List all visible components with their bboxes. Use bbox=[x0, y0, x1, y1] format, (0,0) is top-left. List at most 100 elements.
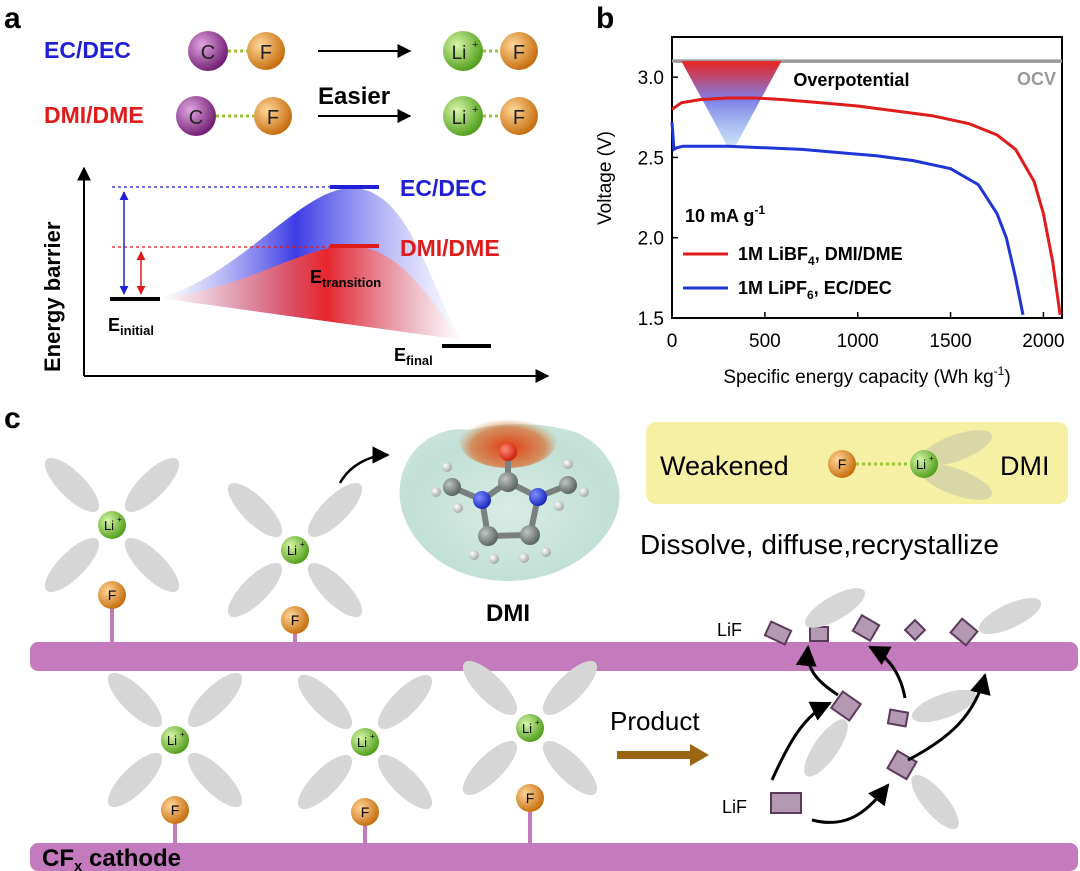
x-tick-label: 500 bbox=[749, 331, 781, 352]
cluster-top-2: Li+ F bbox=[227, 482, 363, 642]
fluorine-atom: F bbox=[98, 581, 126, 609]
dmi-molecule-label: DMI bbox=[486, 600, 530, 627]
legend-label-0: 1M LiBF4, DMI/DME bbox=[738, 244, 903, 268]
solvent-ellipse bbox=[44, 537, 100, 593]
svg-text:Li: Li bbox=[104, 518, 114, 533]
x-tick-label: 1500 bbox=[929, 331, 971, 352]
panel-c: c CFx cathode Li+FLi+FLi+FLi+FLi+F bbox=[4, 402, 1078, 871]
svg-text:C: C bbox=[201, 42, 215, 64]
negative-potential-region bbox=[460, 416, 556, 468]
dissolve-text: Dissolve, diffuse,recrystallize bbox=[640, 529, 999, 560]
svg-text:Li: Li bbox=[452, 108, 467, 129]
svg-text:F: F bbox=[526, 790, 535, 806]
svg-text:Li: Li bbox=[452, 43, 467, 64]
solvent-ellipse bbox=[227, 562, 283, 618]
solvent-ellipse bbox=[804, 588, 866, 628]
row1-solvent-label: EC/DEC bbox=[44, 37, 131, 63]
solvent-ellipse bbox=[804, 719, 848, 777]
row1-fluorine-product: F bbox=[500, 32, 538, 70]
svg-text:F: F bbox=[108, 587, 117, 603]
lif-crystal bbox=[886, 708, 910, 728]
panel-b-label: b bbox=[596, 2, 614, 35]
fluorine-atom: F bbox=[281, 606, 309, 634]
svg-text:Li: Li bbox=[916, 457, 926, 472]
y-axis-label: Voltage (V) bbox=[595, 131, 616, 225]
product-arrow bbox=[617, 744, 709, 766]
ec-level-label: EC/DEC bbox=[400, 175, 487, 201]
row1-lithium-product: Li + bbox=[443, 31, 483, 71]
lithium-ion: Li+ bbox=[98, 511, 126, 539]
lif-crystal bbox=[949, 617, 979, 647]
diffusion-arrow bbox=[907, 672, 991, 762]
overpotential-funnel bbox=[681, 61, 782, 147]
diffusion-arrow bbox=[868, 645, 907, 699]
easier-label: Easier bbox=[318, 83, 390, 110]
energy-axis-label: Energy barrier bbox=[40, 221, 65, 372]
x-axis-label: Specific energy capacity (Wh kg-1) bbox=[723, 364, 1010, 388]
weakened-label: Weakened bbox=[660, 451, 789, 481]
y-tick-label: 1.5 bbox=[638, 309, 664, 330]
solvent-ellipse bbox=[377, 754, 433, 810]
solvent-ellipse bbox=[124, 457, 180, 513]
svg-text:+: + bbox=[300, 540, 305, 549]
solvent-ellipse bbox=[187, 672, 243, 728]
solvent-ellipse bbox=[227, 482, 283, 538]
row2-lithium-product: Li + bbox=[443, 96, 483, 136]
svg-text:Li: Li bbox=[522, 721, 532, 736]
row2-carbon-atom: C bbox=[176, 96, 216, 136]
current-density-label: 10 mA g-1 bbox=[685, 203, 765, 226]
methyl-carbon-left bbox=[443, 478, 461, 496]
carbonyl-carbon-atom bbox=[498, 472, 518, 492]
lif-crystal bbox=[851, 613, 881, 643]
methyl-carbon-right bbox=[559, 476, 577, 494]
svg-text:+: + bbox=[117, 515, 122, 524]
y-tick-label: 2.0 bbox=[638, 229, 664, 250]
x-tick-label: 0 bbox=[667, 331, 678, 352]
dmi-level-label: DMI/DME bbox=[400, 235, 500, 261]
svg-text:+: + bbox=[535, 718, 540, 727]
solvent-ellipse bbox=[377, 674, 433, 730]
solvent-ellipse bbox=[978, 597, 1042, 635]
cluster-bottom-1: Li+ F bbox=[107, 672, 243, 843]
dmi-barrier-hump bbox=[160, 246, 462, 340]
lif-crystal bbox=[829, 690, 863, 722]
solvent-ellipse bbox=[44, 457, 100, 513]
lithium-ion: Li+ bbox=[161, 726, 189, 754]
svg-text:+: + bbox=[472, 104, 478, 116]
series-line-1 bbox=[670, 121, 1025, 316]
lithium-ion: Li+ bbox=[281, 536, 309, 564]
cfx-cathode-electrode bbox=[30, 843, 1078, 871]
panel-a: a EC/DEC C F Li + F DMI/DME C bbox=[4, 2, 550, 383]
y-tick-label: 2.5 bbox=[638, 148, 664, 169]
solvent-ellipse bbox=[307, 562, 363, 618]
ring-carbon-left bbox=[478, 526, 498, 546]
weakened-fluorine: F bbox=[828, 450, 856, 478]
diffusion-arrow bbox=[770, 701, 832, 781]
solvent-ellipse bbox=[911, 689, 977, 723]
lif-crystal bbox=[903, 618, 927, 642]
solvent-ellipse bbox=[911, 774, 959, 830]
cluster-bottom-2: Li+F bbox=[297, 674, 433, 843]
plot-frame bbox=[671, 36, 1063, 319]
svg-text:F: F bbox=[171, 802, 180, 818]
svg-text:F: F bbox=[260, 42, 272, 64]
svg-text:F: F bbox=[838, 456, 847, 472]
lif-recrystallization-zone bbox=[763, 588, 1042, 830]
series-line-0 bbox=[671, 96, 1062, 316]
e-transition-label: Etransition bbox=[310, 267, 381, 290]
product-label: Product bbox=[610, 706, 700, 736]
row2-solvent-label: DMI/DME bbox=[44, 102, 144, 128]
dmi-ellipse-lower bbox=[920, 464, 992, 500]
svg-text:Li: Li bbox=[287, 543, 297, 558]
lif-crystal bbox=[770, 792, 802, 814]
y-tick-label: 3.0 bbox=[638, 68, 664, 89]
nitrogen-atom-right bbox=[529, 488, 547, 506]
dmi-molecule: DMI bbox=[399, 416, 620, 627]
svg-text:+: + bbox=[472, 39, 478, 51]
e-final-label: Efinal bbox=[394, 345, 433, 368]
oxygen-atom bbox=[499, 443, 517, 461]
fluorine-atom: F bbox=[516, 784, 544, 812]
